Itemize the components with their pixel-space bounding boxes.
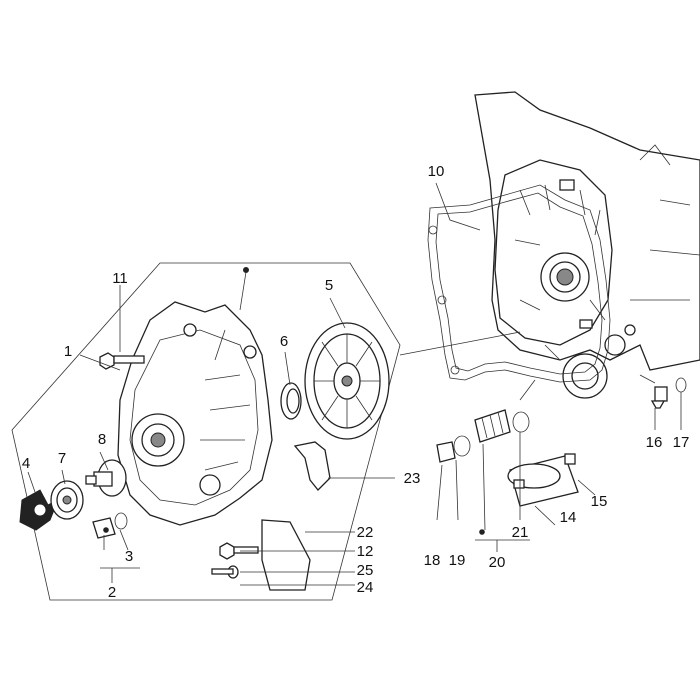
- callout-14: 14: [560, 509, 577, 526]
- callout-22: 22: [357, 524, 374, 541]
- callout-10: 10: [428, 163, 445, 180]
- callout-15: 15: [591, 493, 608, 510]
- cooling-fan: [304, 322, 390, 440]
- cover-plate: [261, 519, 311, 591]
- crankcase-cover: [117, 301, 273, 526]
- screw-24: [211, 565, 239, 579]
- pump-shaft: [85, 459, 127, 497]
- callout-7: 7: [58, 450, 66, 467]
- callout-17: 17: [673, 434, 690, 451]
- callout-19: 19: [449, 552, 466, 569]
- callout-11: 11: [112, 270, 128, 287]
- pump-impeller: [19, 489, 59, 531]
- filter-screen: [474, 409, 530, 443]
- callout-20: 20: [489, 554, 506, 571]
- callout-2: 2: [108, 584, 116, 601]
- oil-plug: [436, 435, 471, 463]
- callout-4: 4: [22, 455, 30, 472]
- oil-filter: [507, 453, 579, 507]
- callout-18: 18: [424, 552, 441, 569]
- callout-12: 12: [357, 543, 374, 560]
- callout-21: 21: [512, 524, 529, 541]
- screw-12: [219, 542, 259, 560]
- gasket: [427, 184, 611, 383]
- callout-3: 3: [125, 548, 133, 565]
- oil-seal: [280, 382, 302, 420]
- callout-8: 8: [98, 431, 106, 448]
- bracket: [293, 441, 331, 491]
- callout-25: 25: [357, 562, 374, 579]
- callout-5: 5: [325, 277, 333, 294]
- drive-gear: [50, 480, 84, 520]
- leader-lines: [27, 182, 682, 586]
- sensor: [650, 377, 687, 409]
- callout-24: 24: [357, 579, 374, 596]
- engine-crankcase: [474, 91, 700, 399]
- callout-23: 23: [404, 470, 421, 487]
- callout-6: 6: [280, 333, 288, 350]
- callout-16: 16: [646, 434, 663, 451]
- drain-plug: [92, 512, 128, 539]
- bolt: [99, 352, 145, 370]
- callout-1: 1: [64, 343, 72, 360]
